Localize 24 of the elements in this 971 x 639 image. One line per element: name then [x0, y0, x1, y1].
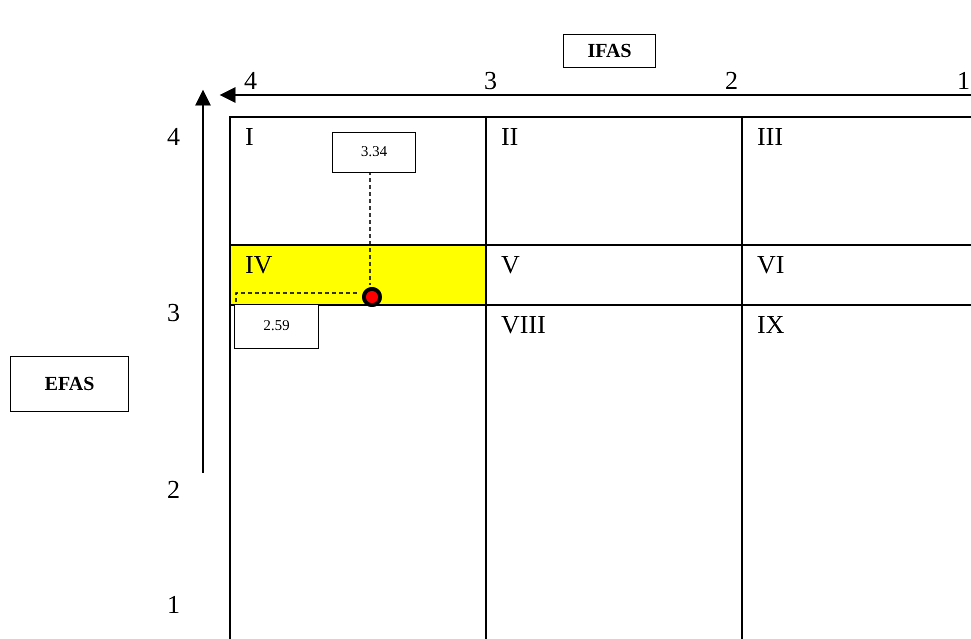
cell-numeral: V — [501, 250, 520, 280]
value-box: 3.34 — [332, 132, 416, 173]
value-box: 2.59 — [234, 304, 319, 349]
matrix-cell — [229, 244, 487, 306]
axis-title-box: EFAS — [10, 356, 129, 412]
cell-numeral: I — [245, 122, 254, 152]
cell-numeral: III — [757, 122, 783, 152]
axis-tick-label: 1 — [167, 590, 180, 620]
leader-line — [369, 171, 371, 285]
axis-tick-label: 4 — [244, 66, 257, 96]
axis-tick-label: 2 — [725, 66, 738, 96]
cell-numeral: IV — [245, 250, 272, 280]
axis-tick-label: 1 — [957, 66, 970, 96]
cell-numeral: VI — [757, 250, 784, 280]
axis-tick-label: 3 — [484, 66, 497, 96]
axis-title-box: IFAS — [563, 34, 656, 68]
leader-line — [235, 292, 360, 302]
cell-numeral: VIII — [501, 310, 546, 340]
axis-tick-label: 4 — [167, 122, 180, 152]
axis-tick-label: 2 — [167, 475, 180, 505]
plotted-point — [362, 287, 382, 307]
cell-numeral: IX — [757, 310, 784, 340]
cell-numeral: II — [501, 122, 518, 152]
axis-tick-label: 3 — [167, 298, 180, 328]
